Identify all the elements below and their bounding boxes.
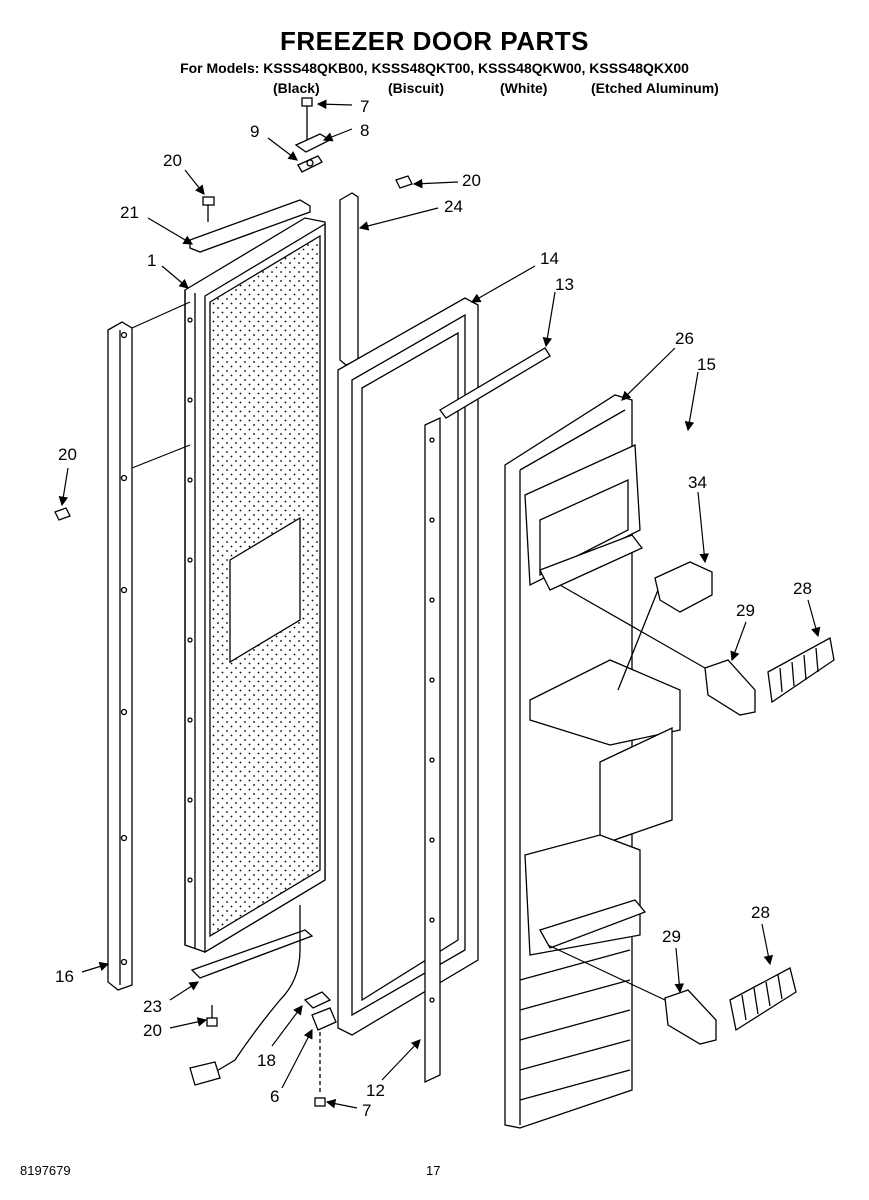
bottom-bracket-23 <box>190 929 314 979</box>
color-black: (Black) <box>273 80 320 96</box>
screw-top-left <box>202 196 215 222</box>
callout-13: 13 <box>555 275 574 294</box>
wire-harness <box>189 905 301 1086</box>
callout-28-upper: 28 <box>793 579 812 598</box>
liner-strip-12 <box>424 416 441 1084</box>
page-title: FREEZER DOOR PARTS <box>280 26 589 56</box>
callout-28-lower: 28 <box>751 903 770 922</box>
callout-26: 26 <box>675 329 694 348</box>
screw-top-right <box>395 175 413 189</box>
top-bracket-21 <box>189 199 311 253</box>
callout-20-bottom: 20 <box>143 1021 162 1040</box>
callout-29-lower: 29 <box>662 927 681 946</box>
callout-20-top-right: 20 <box>462 171 481 190</box>
dispenser-tray-34 <box>617 561 713 691</box>
color-white: (White) <box>500 80 548 96</box>
callout-labels: 7 8 9 20 20 24 21 1 14 13 26 15 20 34 28… <box>55 97 812 1120</box>
page-number: 17 <box>426 1163 441 1178</box>
top-trim-13 <box>439 347 551 419</box>
leader-lines <box>58 99 821 1109</box>
callout-34: 34 <box>688 473 707 492</box>
screw-bottom <box>206 1005 218 1027</box>
color-etched-aluminum: (Etched Aluminum) <box>591 80 719 96</box>
end-cap-29-upper <box>704 659 756 716</box>
top-hinge-assembly <box>294 97 332 173</box>
callout-8: 8 <box>360 121 369 140</box>
shelf-front-28-upper <box>767 636 835 704</box>
bottom-hinge-18 <box>303 991 337 1092</box>
callout-9: 9 <box>250 122 259 141</box>
callout-7-top: 7 <box>360 97 369 116</box>
screw-bottom-hinge <box>314 1097 326 1107</box>
callout-1: 1 <box>147 251 156 270</box>
callout-24: 24 <box>444 197 463 216</box>
end-cap-29-lower <box>664 989 717 1045</box>
document-number: 8197679 <box>20 1163 71 1178</box>
callout-20-left: 20 <box>58 445 77 464</box>
callout-6: 6 <box>270 1087 279 1106</box>
inner-liner-26 <box>504 394 681 1129</box>
screw-left-side <box>54 507 71 521</box>
callout-23: 23 <box>143 997 162 1016</box>
callout-18: 18 <box>257 1051 276 1070</box>
callout-16: 16 <box>55 967 74 986</box>
side-trim-16 <box>107 321 133 991</box>
door-panel-1 <box>184 217 326 954</box>
shelf-front-28-lower <box>729 967 797 1032</box>
callout-7-bottom: 7 <box>362 1101 371 1120</box>
door-gasket-14 <box>337 297 479 1036</box>
callout-12: 12 <box>366 1081 385 1100</box>
color-biscuit: (Biscuit) <box>388 80 444 96</box>
models-line: For Models: KSSS48QKB00, KSSS48QKT00, KS… <box>180 60 689 76</box>
callout-15: 15 <box>697 355 716 374</box>
gasket-strip-24 <box>339 192 359 366</box>
callout-14: 14 <box>540 249 559 268</box>
callout-29-upper: 29 <box>736 601 755 620</box>
callout-21: 21 <box>120 203 139 222</box>
callout-20-top-left: 20 <box>163 151 182 170</box>
